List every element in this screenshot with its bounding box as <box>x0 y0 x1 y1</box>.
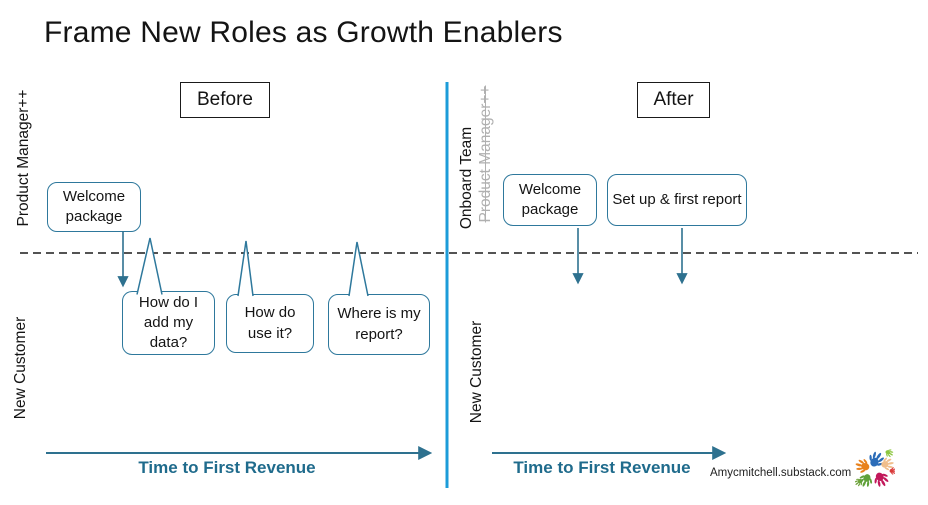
lane-label-new-customer-before: New Customer <box>12 316 29 420</box>
colorful-hands-logo-icon <box>855 449 895 489</box>
lane-label-onboard-team-after: Onboard Team <box>458 126 475 230</box>
speech-bubble-where-report: Where is my report? <box>328 294 430 355</box>
page-title: Frame New Roles as Growth Enablers <box>44 16 563 49</box>
lane-label-new-customer-after: New Customer <box>468 320 485 424</box>
speech-bubble-how-use: How do use it? <box>226 294 314 353</box>
setup-first-report-box: Set up & first report <box>607 174 747 226</box>
welcome-package-box-before: Welcome package <box>47 182 141 232</box>
speech-bubble-tail-2 <box>237 240 254 297</box>
time-axis-label-before: Time to First Revenue <box>138 458 316 477</box>
welcome-package-box-after: Welcome package <box>503 174 597 226</box>
credit-text: Amycmitchell.substack.com <box>710 467 852 479</box>
lane-label-product-manager-replaced: Product Manager++ <box>477 85 494 223</box>
speech-bubble-add-data: How do I add my data? <box>122 291 215 355</box>
time-axis-label-after: Time to First Revenue <box>513 458 691 477</box>
speech-bubble-tail-3 <box>348 241 369 297</box>
speech-bubble-tail-1 <box>136 237 163 295</box>
lane-label-product-manager-before: Product Manager++ <box>15 89 32 227</box>
before-section-label: Before <box>180 82 270 118</box>
after-section-label: After <box>637 82 710 118</box>
